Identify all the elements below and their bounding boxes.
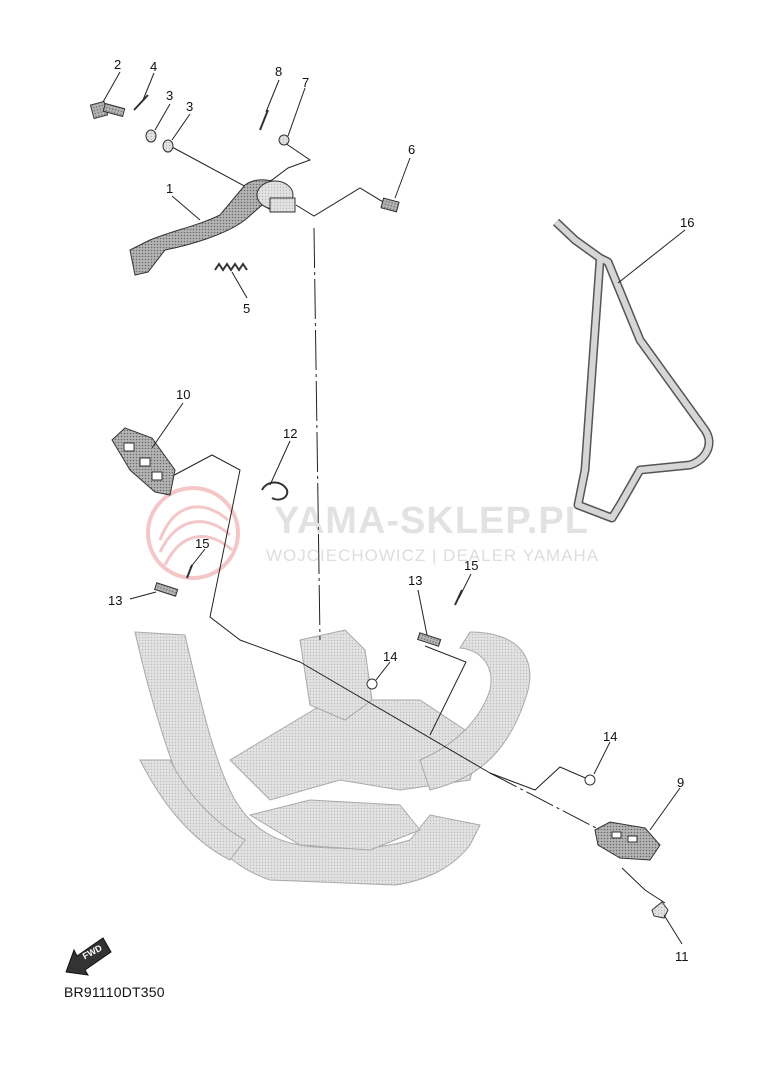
watermark-title: YAMA-SKLEP.PL (274, 500, 589, 542)
washer-b (162, 139, 174, 153)
callout-label: 6 (408, 142, 416, 157)
callout-label: 3 (166, 88, 174, 103)
callout-label: 16 (680, 215, 695, 230)
callout-label: 8 (275, 64, 283, 79)
callout-label: 11 (675, 949, 689, 964)
footrest-left (111, 427, 176, 496)
callout-label: 2 (114, 57, 122, 72)
clip-11 (651, 901, 669, 919)
callout-label: 14 (383, 649, 398, 664)
bolt-6 (380, 197, 400, 213)
watermark-subtitle: WOJCIECHOWICZ | DEALER YAMAHA (266, 546, 600, 565)
callout-label: 14 (603, 729, 618, 744)
callout-label: 10 (176, 387, 191, 402)
callout-label: 9 (677, 775, 685, 790)
leader-lines (164, 142, 666, 904)
callout-label: 5 (243, 301, 251, 316)
return-spring (214, 262, 248, 272)
diagram-code: BR91110DT350 (64, 984, 165, 1000)
pin-13-left (153, 582, 179, 597)
cotter-pin (133, 94, 149, 111)
callout-label: 3 (186, 99, 194, 114)
callout-leaders (102, 71, 686, 945)
callout-label: 1 (166, 181, 174, 196)
spring-clip-12 (261, 481, 289, 501)
callout-label: 15 (464, 558, 479, 573)
callout-label: 13 (108, 593, 123, 608)
callout-label: 13 (408, 573, 423, 588)
fwd-arrow-icon (65, 937, 112, 976)
pin-8 (259, 109, 269, 131)
washer-14-b (584, 774, 596, 786)
callout-label: 12 (283, 426, 298, 441)
callout-label: 7 (302, 75, 310, 90)
brake-pedal (129, 179, 296, 276)
frame-assembly (134, 629, 531, 886)
washer-7 (278, 134, 290, 146)
side-stand (552, 218, 714, 523)
callout-label: 15 (195, 536, 210, 551)
callout-label: 4 (150, 59, 158, 74)
pin-13-right (416, 632, 442, 647)
washer-14-a (366, 678, 378, 690)
cotter-15-right (454, 589, 463, 606)
pivot-bolt (89, 100, 126, 120)
footrest-right (594, 821, 661, 861)
washer-a (145, 129, 157, 143)
